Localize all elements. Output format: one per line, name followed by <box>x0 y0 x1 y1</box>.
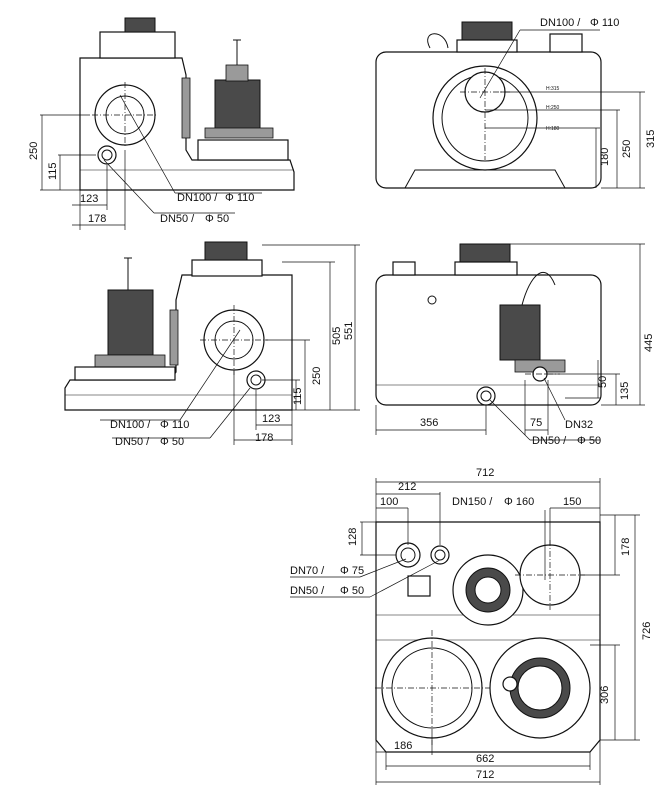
dim-186: 186 <box>394 740 412 752</box>
dim-150: 150 <box>563 496 581 508</box>
inlet-dn50 <box>97 145 117 165</box>
dim-178-mirror: 178 <box>255 432 273 444</box>
dim-662: 662 <box>476 753 494 765</box>
dim-712-top: 712 <box>476 467 494 479</box>
inlet-dn50-top <box>430 545 450 565</box>
vent-stub <box>392 261 416 276</box>
callout-dn100-phi-right: Φ 110 <box>590 17 619 29</box>
pump-motor <box>499 304 541 361</box>
dim-712-bottom: 712 <box>476 769 494 781</box>
dim-178-top: 178 <box>620 538 632 556</box>
tank-body <box>375 274 602 406</box>
cover-ring <box>124 17 156 33</box>
top-cover <box>461 21 513 43</box>
callout-dn50-phi-pump: Φ 50 <box>577 435 601 447</box>
dim-315-right: 315 <box>645 130 657 148</box>
dim-445: 445 <box>643 334 655 352</box>
callout-dn100-right: DN100 / <box>540 17 581 29</box>
callout-dn50-left: DN50 / <box>160 213 195 225</box>
inlet-dn70 <box>395 542 421 568</box>
view-front-left <box>40 17 295 230</box>
dim-115-left: 115 <box>47 162 59 180</box>
dim-135: 135 <box>619 382 631 400</box>
callout-dn100-phi-mirror: Φ 110 <box>160 419 189 431</box>
dim-250-mirror: 250 <box>311 367 323 385</box>
view-front-mirror <box>64 241 360 445</box>
scale-mark-315: H:315 <box>546 86 560 92</box>
dim-551: 551 <box>343 322 355 340</box>
callout-dn70-phi: Φ 75 <box>340 565 364 577</box>
callout-dn100-mirror: DN100 / <box>110 419 151 431</box>
dim-250-right: 250 <box>621 140 633 158</box>
callout-dn150-phi: Φ 160 <box>504 496 534 508</box>
callout-dn50-top: DN50 / <box>290 585 325 597</box>
callout-dn50-phi-left: Φ 50 <box>205 213 229 225</box>
dim-178-left: 178 <box>88 213 106 225</box>
dim-212: 212 <box>398 481 416 493</box>
dim-306: 306 <box>599 686 611 704</box>
dim-100: 100 <box>380 496 398 508</box>
view-side-right <box>375 21 645 189</box>
dim-115-mirror: 115 <box>292 387 304 405</box>
dim-180-right: 180 <box>599 148 611 166</box>
vent-port <box>407 575 431 597</box>
pump-motor <box>107 289 154 356</box>
callout-dn50-phi-top: Φ 50 <box>340 585 364 597</box>
dim-123-mirror: 123 <box>262 413 280 425</box>
top-cover <box>459 243 511 263</box>
callout-dn150: DN150 / <box>452 496 493 508</box>
callout-dn50-phi-mirror: Φ 50 <box>160 436 184 448</box>
top-inspection-cover <box>191 259 263 277</box>
dim-123-left: 123 <box>80 193 98 205</box>
callout-dn100-left: DN100 / <box>177 192 218 204</box>
view-top <box>290 478 640 785</box>
cover-ring <box>204 241 248 261</box>
pump-base <box>74 366 176 381</box>
callout-dn50-pump: DN50 / <box>532 435 567 447</box>
callout-dn70: DN70 / <box>290 565 325 577</box>
scale-mark-180: H:180 <box>546 126 560 132</box>
callout-dn50-mirror: DN50 / <box>115 436 150 448</box>
callout-dn32: DN32 <box>565 419 593 431</box>
dim-250-left: 250 <box>28 142 40 160</box>
callout-dn100-phi-left: Φ 110 <box>225 192 254 204</box>
dim-356: 356 <box>420 417 438 429</box>
dim-50: 50 <box>597 376 609 388</box>
dim-726: 726 <box>641 622 653 640</box>
dim-128: 128 <box>347 528 359 546</box>
top-inspection-cover <box>99 31 176 59</box>
pump-base <box>197 139 289 161</box>
dim-505: 505 <box>331 327 343 345</box>
pump-motor <box>214 79 261 136</box>
scale-mark-250: H:250 <box>546 105 560 111</box>
view-side-pump <box>375 243 645 441</box>
dim-75: 75 <box>530 417 542 429</box>
